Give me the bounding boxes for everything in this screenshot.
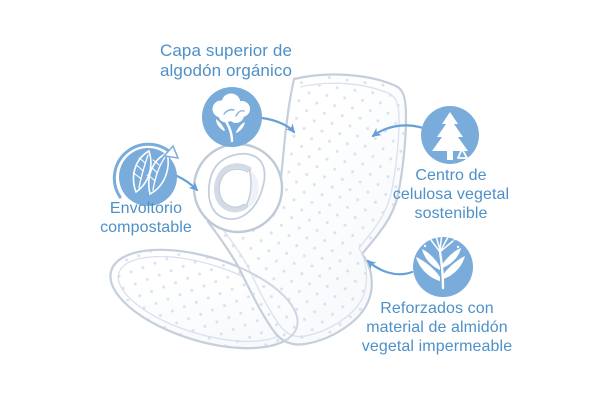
label-line: Capa superior de	[159, 41, 293, 60]
label-line: sostenible	[414, 205, 488, 222]
compostable-leaves-icon	[112, 142, 180, 206]
label-line: Envoltorio	[109, 200, 183, 217]
wrapper-outline	[207, 152, 266, 220]
cotton-flower-icon	[202, 87, 262, 147]
recycle-arrowhead	[162, 144, 180, 159]
arrow-core	[371, 124, 425, 138]
arrow-top-layer	[260, 116, 296, 134]
label-line: Reforzados con	[380, 300, 494, 317]
label-line: Centro de	[415, 167, 487, 184]
pine-tree-icon	[421, 106, 479, 164]
label-line: vegetal impermeable	[361, 338, 513, 355]
label-backsheet: Reforzados con material de almidón veget…	[362, 299, 512, 356]
wrapper-magnifier	[192, 142, 284, 234]
wrapper-fold-ring	[214, 163, 252, 213]
label-line: celulosa vegetal	[392, 186, 510, 203]
label-line: algodón orgánico	[159, 61, 293, 80]
label-wrapper: Envoltorio compostable	[100, 199, 192, 237]
arrow-wrapper	[175, 174, 199, 192]
label-line: material de almidón	[366, 319, 508, 336]
label-top-layer: Capa superior de algodón orgánico	[160, 41, 292, 81]
label-core: Centro de celulosa vegetal sostenible	[393, 166, 509, 223]
corn-plant-icon	[413, 228, 473, 297]
arrow-backsheet	[366, 259, 414, 276]
wrapper-fold-shade	[246, 169, 259, 207]
label-line: compostable	[100, 219, 192, 236]
pad-fold-rim	[109, 248, 299, 350]
